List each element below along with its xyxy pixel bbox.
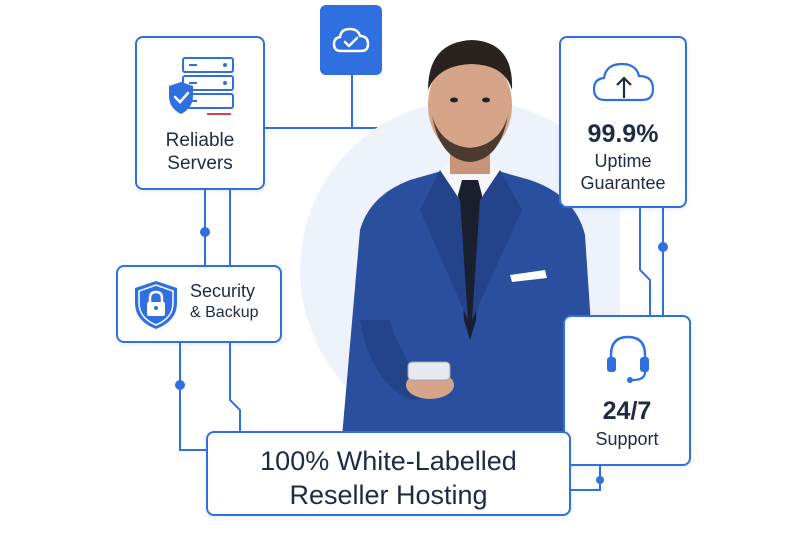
security-backup-card: Security & Backup bbox=[116, 265, 282, 343]
support-card: 24/7 Support bbox=[563, 315, 691, 466]
uptime-label: Uptime Guarantee bbox=[580, 151, 666, 193]
cloud-check-badge bbox=[320, 5, 382, 75]
white-labelled-card: 100% White-Labelled Reseller Hosting bbox=[206, 431, 571, 516]
reliable-servers-card: Reliable Servers bbox=[135, 36, 265, 190]
cloud-check-icon bbox=[332, 27, 370, 53]
cloud-upload-icon bbox=[592, 62, 655, 102]
support-hours: 24/7 bbox=[602, 397, 652, 425]
uptime-percent: 99.9% bbox=[587, 120, 659, 148]
businessman-photo bbox=[300, 40, 620, 460]
support-label: Support bbox=[595, 429, 659, 449]
servers-label: Reliable Servers bbox=[165, 130, 235, 174]
uptime-guarantee-card: 99.9% Uptime Guarantee bbox=[559, 36, 687, 208]
white-labelled-text: 100% White-Labelled Reseller Hosting bbox=[260, 446, 517, 510]
security-label: Security & Backup bbox=[190, 281, 259, 321]
headset-icon bbox=[607, 335, 649, 383]
server-shield-icon bbox=[169, 57, 234, 115]
shield-lock-icon bbox=[135, 281, 177, 329]
